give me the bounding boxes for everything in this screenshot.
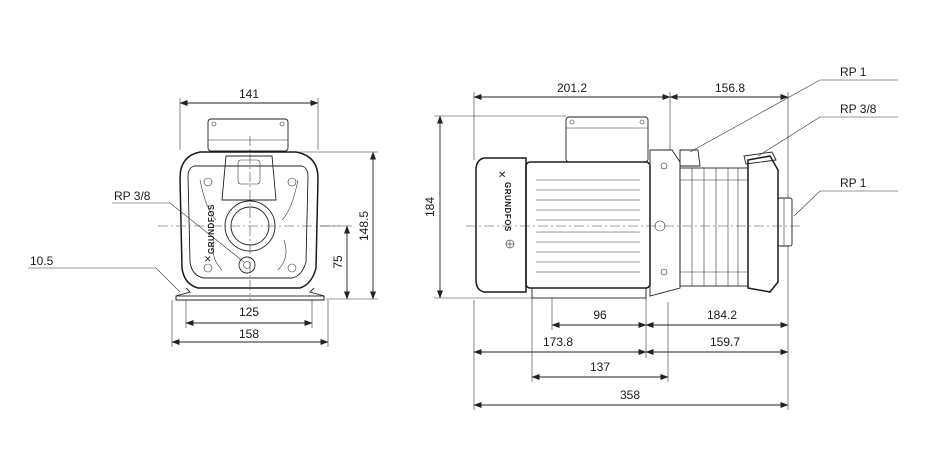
label-vent: RP 3/8 bbox=[840, 102, 877, 116]
dim-left-to-base: 173.8 bbox=[543, 335, 573, 349]
side-terminal-box bbox=[565, 116, 649, 163]
dim-base-width: 137 bbox=[590, 360, 610, 374]
dim-foot-outer: 158 bbox=[239, 327, 259, 341]
front-view: GRUNDFOS ✕ 141 148.5 75 125 158 bbox=[28, 87, 378, 347]
dim-shaft-height: 75 bbox=[331, 255, 345, 269]
inlet-port bbox=[777, 197, 793, 247]
dim-right-to-inlet: 184.2 bbox=[707, 308, 737, 322]
dim-front-height: 148.5 bbox=[357, 211, 371, 241]
pump-body-outline bbox=[179, 151, 319, 289]
terminal-box bbox=[207, 118, 289, 152]
label-inlet: RP 1 bbox=[840, 176, 867, 190]
svg-text:✕: ✕ bbox=[498, 170, 506, 181]
pump-end-cover bbox=[747, 155, 779, 293]
dim-front-width: 141 bbox=[239, 87, 259, 101]
dim-base-mid: 96 bbox=[593, 308, 607, 322]
motor-body bbox=[525, 161, 651, 289]
brand-logo-side: GRUNDFOS bbox=[503, 182, 512, 232]
dim-foot-inner: 125 bbox=[239, 305, 259, 319]
label-outlet: RP 1 bbox=[840, 65, 867, 79]
label-drain-port: RP 3/8 bbox=[114, 189, 151, 203]
pump-bracket bbox=[649, 149, 681, 297]
dim-overall-length: 358 bbox=[620, 388, 640, 402]
dim-right-to-base: 159.7 bbox=[710, 335, 740, 349]
brand-logo-front: GRUNDFOS bbox=[207, 204, 216, 254]
dim-motor-length: 201.2 bbox=[557, 81, 587, 95]
motor-fins bbox=[536, 179, 640, 273]
dim-foot-thickness: 10.5 bbox=[30, 254, 54, 268]
pump-stages bbox=[679, 167, 749, 287]
motor-fan-cover bbox=[475, 157, 527, 293]
dim-side-height: 184 bbox=[423, 197, 437, 217]
side-base bbox=[531, 287, 647, 299]
side-view: GRUNDFOS ✕ bbox=[423, 65, 898, 410]
drain-plug bbox=[238, 256, 256, 274]
dim-pump-length: 156.8 bbox=[715, 81, 745, 95]
svg-text:✕: ✕ bbox=[204, 254, 212, 264]
outlet-port bbox=[679, 149, 701, 167]
